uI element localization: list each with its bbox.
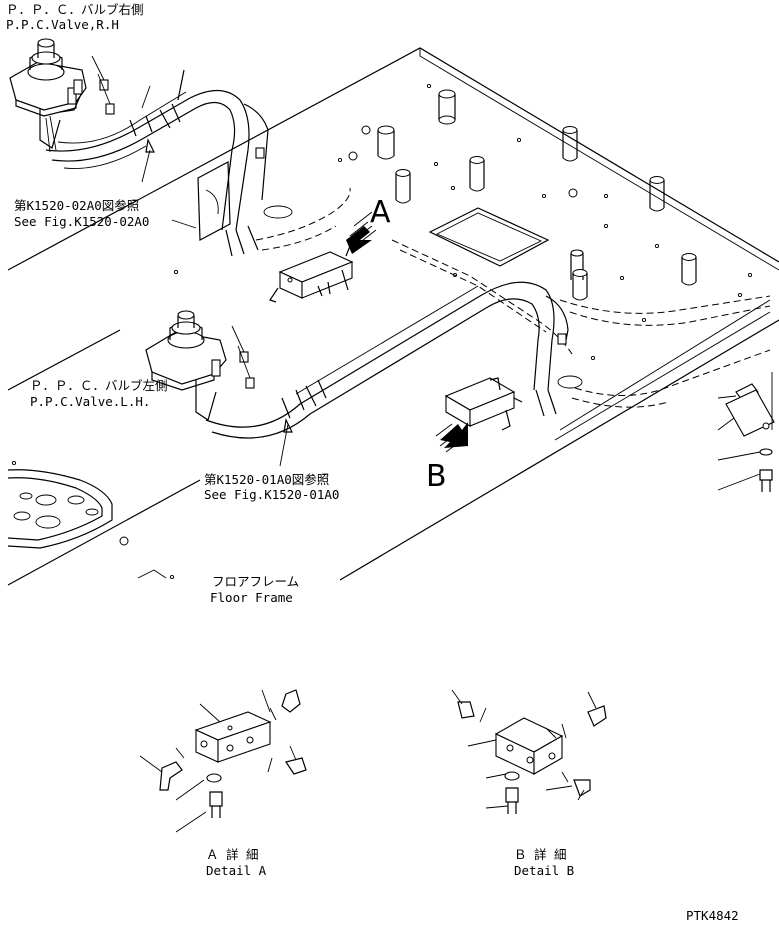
stud-post	[469, 156, 485, 192]
ppc-valve-lh-label-en: P.P.C.Valve.L.H.	[30, 394, 150, 409]
seat-mount	[7, 469, 113, 549]
ref-fig-01-label-jp: 第K1520-01A0図参照	[204, 472, 329, 487]
ppc-valve-rh-label-jp: Ｐ．Ｐ．Ｃ．バルブ右側	[6, 2, 144, 17]
valve-block-b	[444, 377, 523, 431]
side-bracket-parts	[717, 372, 775, 492]
hose-bundle-lh	[205, 281, 583, 439]
ref-fig-02-label-en: See Fig.K1520-02A0	[14, 214, 149, 229]
leader-lines	[141, 138, 373, 467]
ref-fig-01-label-en: See Fig.K1520-01A0	[204, 487, 339, 502]
stud-posts	[377, 89, 697, 301]
ppc-valve-lh	[145, 310, 255, 421]
callout-a: A	[370, 195, 391, 230]
stud-post	[438, 89, 456, 125]
callout-b: B	[426, 459, 447, 494]
detail-a-assembly	[139, 689, 307, 833]
floor-mark	[137, 569, 167, 579]
plate-holes	[11, 83, 753, 580]
hose-bundle-rh	[45, 69, 269, 257]
floor-frame-label-jp: フロアフレーム	[212, 574, 299, 589]
detail-b-title-en: Detail B	[514, 863, 574, 878]
text-labels: Ｐ．Ｐ．Ｃ．バルブ右側 P.P.C.Valve,R.H 第K1520-02A0図…	[6, 2, 739, 923]
detail-a-title-jp: Ａ 詳 細	[206, 847, 259, 862]
ppc-valve-rh	[9, 38, 115, 153]
ppc-valve-lh-label-jp: Ｐ．Ｐ．Ｃ．バルブ左側	[30, 378, 168, 393]
arrow-a	[346, 221, 377, 254]
stud-post	[572, 269, 588, 301]
stud-post	[681, 253, 697, 286]
ref-fig-02-label-jp: 第K1520-02A0図参照	[14, 198, 139, 213]
valve-block-a	[269, 245, 354, 303]
arrow-b	[435, 422, 468, 453]
detail-a-title-en: Detail A	[206, 863, 267, 878]
stud-post	[377, 125, 395, 160]
drawing-number: PTK4842	[686, 908, 739, 923]
floor-frame-plate	[7, 47, 779, 586]
detail-b-title-jp: Ｂ 詳 細	[514, 847, 567, 862]
ppc-valve-rh-label-en: P.P.C.Valve,R.H	[6, 17, 119, 32]
hidden-hose-routes	[255, 187, 771, 408]
stud-post	[395, 169, 411, 204]
stud-post	[649, 176, 665, 212]
floor-frame-label-en: Floor Frame	[210, 590, 293, 605]
hose-bracket	[197, 161, 293, 241]
detail-b-assembly	[451, 689, 607, 814]
stud-post	[562, 126, 578, 162]
